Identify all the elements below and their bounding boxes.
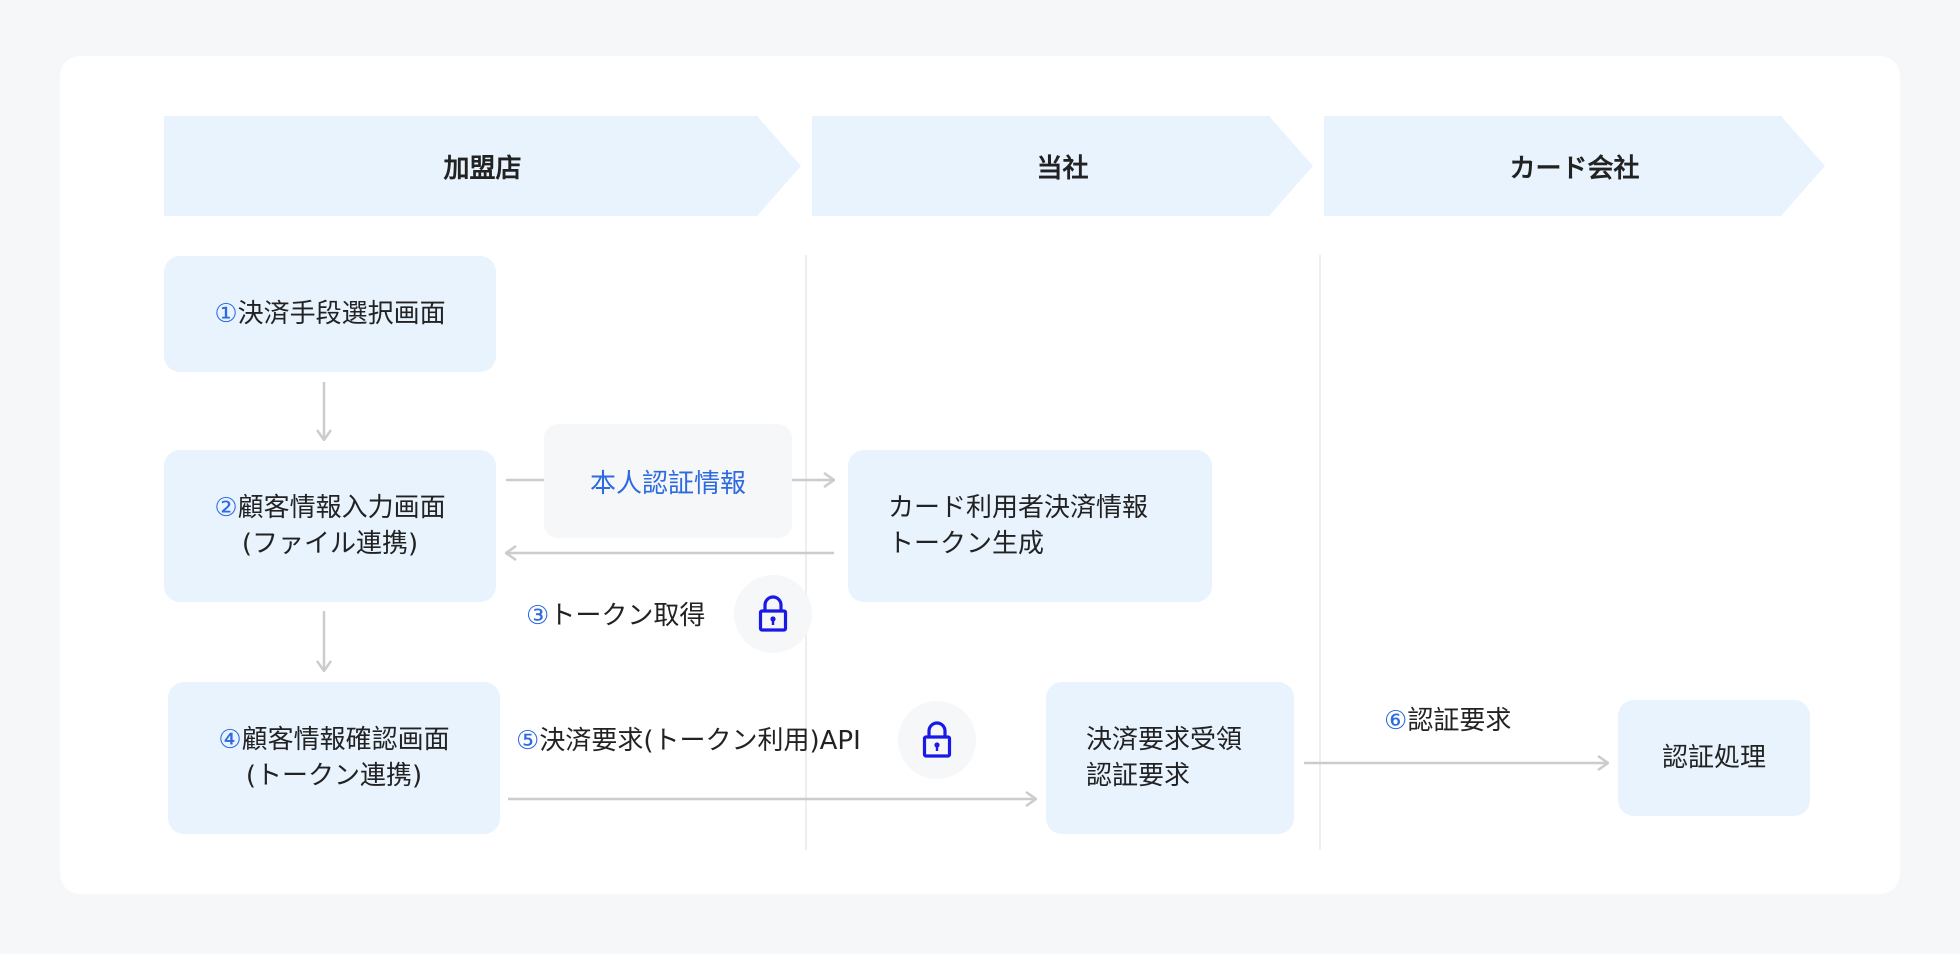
lane-card-company: カード会社 [1324, 116, 1825, 216]
auth-info-box: 本人認証情報 [544, 424, 792, 538]
lane-company: 当社 [812, 116, 1313, 216]
auth-process-box: 認証処理 [1618, 700, 1810, 816]
payment-api-text: 決済要求(トークン利用)API [539, 726, 861, 756]
step4-box: ④顧客情報確認画面 (トークン連携) [168, 682, 500, 834]
step1-label: 決済手段選択画面 [237, 299, 446, 329]
payment-receive-text: 決済要求受領 認証要求 [1086, 722, 1242, 794]
step2-line1: 顧客情報入力画面 [237, 493, 446, 523]
step2-number: ② [214, 493, 238, 523]
step4-line1: 顧客情報確認画面 [241, 725, 450, 755]
auth-request-number: ⑥ [1384, 706, 1408, 736]
step1-text: ①決済手段選択画面 [214, 296, 445, 332]
payment-receive-box: 決済要求受領 認証要求 [1046, 682, 1294, 834]
step2-box: ②顧客情報入力画面 (ファイル連携) [164, 450, 496, 602]
step2-line2: (ファイル連携) [241, 529, 419, 559]
token-generation-box: カード利用者決済情報 トークン生成 [848, 450, 1212, 602]
lock-badge-token [734, 575, 812, 653]
payment-receive-line2: 認証要求 [1086, 761, 1191, 791]
auth-process-label: 認証処理 [1661, 743, 1766, 773]
step1-number: ① [214, 299, 238, 329]
step2-text: ②顧客情報入力画面 (ファイル連携) [214, 490, 445, 562]
token-get-number: ③ [526, 601, 550, 631]
token-generation-text: カード利用者決済情報 トークン生成 [888, 490, 1148, 562]
lane-merchant: 加盟店 [164, 116, 801, 216]
lane-card-company-label: カード会社 [1509, 153, 1640, 184]
auth-request-label: ⑥認証要求 [1384, 703, 1511, 739]
payment-receive-line1: 決済要求受領 [1086, 725, 1243, 755]
auth-request-text: 認証要求 [1407, 706, 1512, 736]
auth-info-label: 本人認証情報 [589, 468, 746, 499]
step4-text: ④顧客情報確認画面 (トークン連携) [218, 722, 449, 794]
lock-badge-api [898, 701, 976, 779]
lock-icon [758, 595, 788, 632]
step4-line2: (トークン連携) [245, 761, 423, 791]
token-generation-line2: トークン生成 [888, 529, 1045, 559]
payment-api-number: ⑤ [516, 726, 540, 756]
lane-company-label: 当社 [1036, 153, 1089, 184]
token-get-text: トークン取得 [549, 601, 706, 631]
token-generation-line1: カード利用者決済情報 [888, 493, 1149, 523]
payment-api-label: ⑤決済要求(トークン利用)API [516, 723, 861, 759]
step4-number: ④ [218, 725, 242, 755]
token-get-label: ③トークン取得 [526, 598, 705, 634]
step1-box: ①決済手段選択画面 [164, 256, 496, 372]
lane-merchant-label: 加盟店 [443, 153, 522, 184]
lock-icon [922, 721, 952, 758]
